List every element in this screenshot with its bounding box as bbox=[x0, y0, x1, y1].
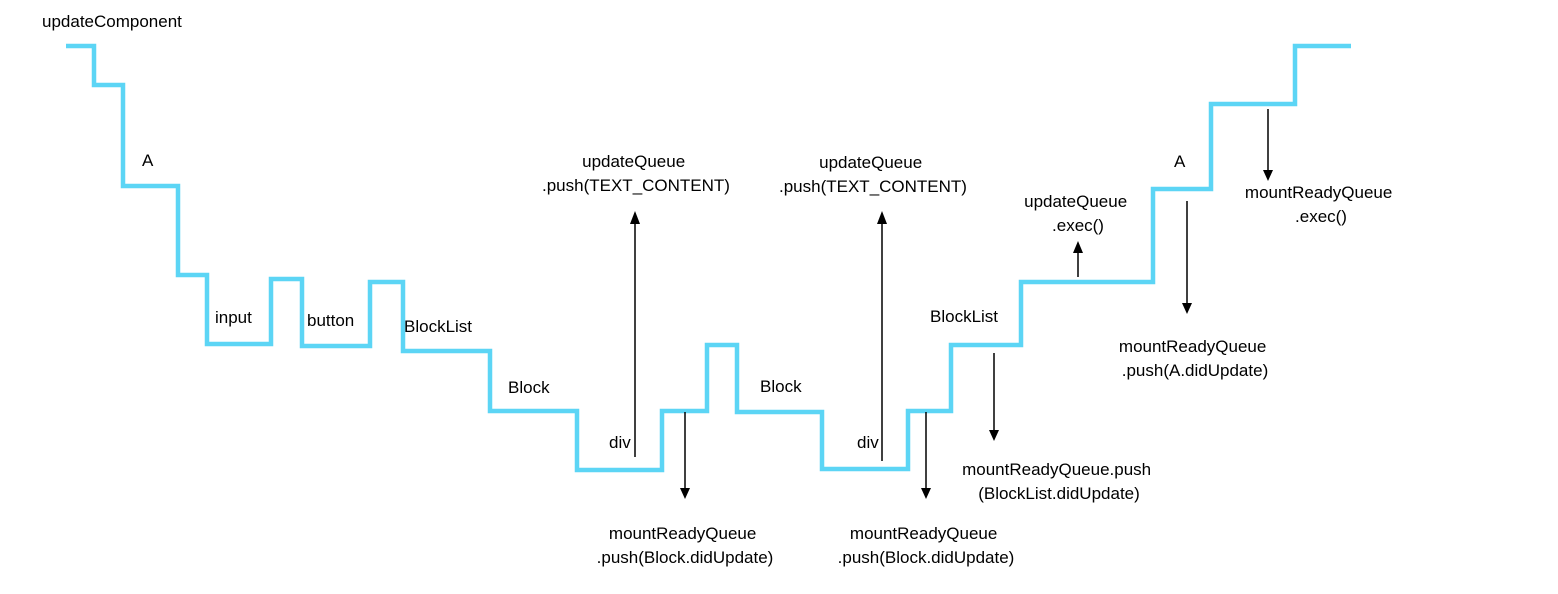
label-a-left: A bbox=[142, 151, 154, 170]
annotation-line: .push(Block.didUpdate) bbox=[597, 548, 774, 567]
annotation-line: mountReadyQueue bbox=[609, 524, 756, 543]
annotation-line: mountReadyQueue bbox=[1245, 183, 1392, 202]
annotation-line: .push(A.didUpdate) bbox=[1122, 361, 1268, 380]
arrow-head-down-icon bbox=[989, 430, 999, 441]
stack-trace-line bbox=[66, 43, 1351, 473]
annotation-mount-ready-blocklist: mountReadyQueue.push (BlockList.didUpdat… bbox=[962, 460, 1156, 503]
label-input: input bbox=[215, 308, 252, 327]
annotation-line: mountReadyQueue bbox=[850, 524, 997, 543]
annotation-line: (BlockList.didUpdate) bbox=[978, 484, 1140, 503]
annotation-line: mountReadyQueue bbox=[1119, 337, 1266, 356]
label-div-right: div bbox=[857, 433, 879, 452]
annotation-line: .exec() bbox=[1052, 216, 1104, 235]
label-div-left: div bbox=[609, 433, 631, 452]
annotation-line: .push(TEXT_CONTENT) bbox=[542, 176, 730, 195]
arrow-head-up-icon bbox=[630, 211, 640, 224]
annotation-line: .push(TEXT_CONTENT) bbox=[779, 177, 967, 196]
label-blocklist-left: BlockList bbox=[404, 317, 472, 336]
annotation-line: updateQueue bbox=[582, 152, 685, 171]
annotation-line: .push(Block.didUpdate) bbox=[838, 548, 1015, 567]
annotation-mount-ready-block-2: mountReadyQueue .push(Block.didUpdate) bbox=[838, 524, 1015, 567]
arrow-head-up-icon bbox=[877, 211, 887, 224]
arrow-head-up-icon bbox=[1073, 241, 1083, 253]
annotation-mount-ready-block-1: mountReadyQueue .push(Block.didUpdate) bbox=[597, 524, 774, 567]
label-block-left: Block bbox=[508, 378, 550, 397]
annotation-update-queue-push-2: updateQueue .push(TEXT_CONTENT) bbox=[779, 153, 967, 196]
label-blocklist-right: BlockList bbox=[930, 307, 998, 326]
arrow-head-down-icon bbox=[1263, 170, 1273, 181]
annotation-line: mountReadyQueue.push bbox=[962, 460, 1151, 479]
annotation-line: updateQueue bbox=[819, 153, 922, 172]
label-button: button bbox=[307, 311, 354, 330]
annotation-update-queue-exec: updateQueue .exec() bbox=[1024, 192, 1132, 235]
diagram-title: updateComponent bbox=[42, 12, 182, 31]
label-a-right: A bbox=[1174, 152, 1186, 171]
annotation-update-queue-push-1: updateQueue .push(TEXT_CONTENT) bbox=[542, 152, 730, 195]
label-block-right: Block bbox=[760, 377, 802, 396]
arrow-head-down-icon bbox=[921, 488, 931, 499]
annotation-mount-ready-a: mountReadyQueue .push(A.didUpdate) bbox=[1119, 337, 1271, 380]
arrow-head-down-icon bbox=[680, 488, 690, 499]
annotation-line: .exec() bbox=[1295, 207, 1347, 226]
annotation-line: updateQueue bbox=[1024, 192, 1127, 211]
arrow-head-down-icon bbox=[1182, 303, 1192, 314]
annotation-mount-ready-queue-exec: mountReadyQueue .exec() bbox=[1245, 183, 1397, 226]
